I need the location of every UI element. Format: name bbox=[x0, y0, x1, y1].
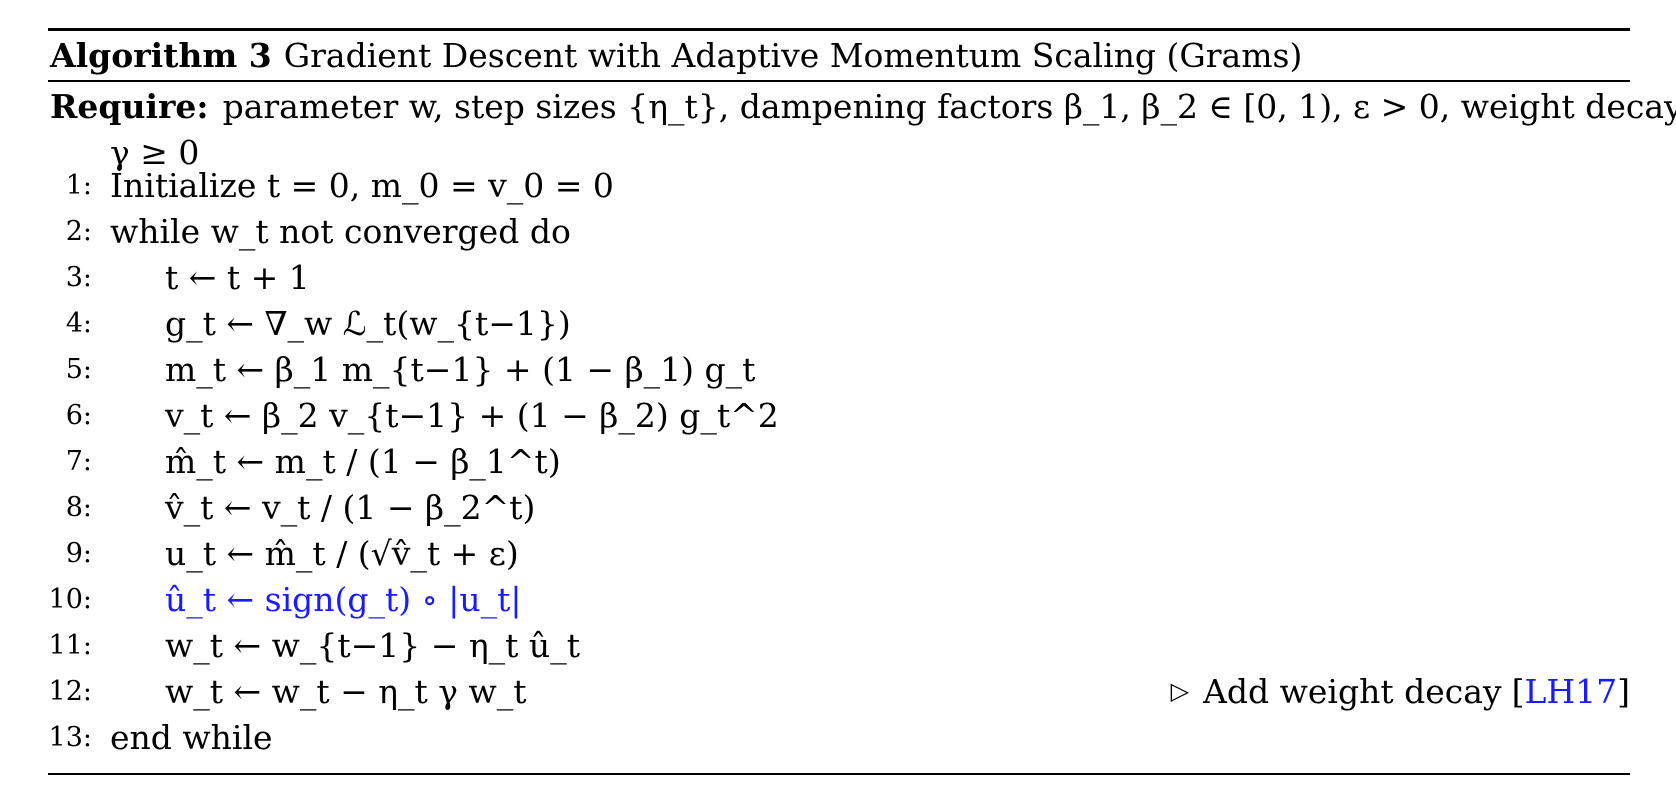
line-number: 9: bbox=[65, 537, 92, 569]
line-number: 10: bbox=[48, 583, 92, 615]
line-code: g_t ← ∇_w ℒ_t(w_{t−1}) bbox=[165, 303, 571, 343]
algorithm-line-8: 8: v̂_t ← v_t / (1 − β_2^t) bbox=[0, 484, 1676, 530]
line-number: 2: bbox=[65, 215, 92, 247]
line-number: 12: bbox=[48, 675, 92, 707]
line-number: 3: bbox=[65, 261, 92, 293]
algorithm-title: Gradient Descent with Adaptive Momentum … bbox=[283, 35, 1303, 75]
line-number: 1: bbox=[65, 169, 92, 201]
algorithm-caption: Algorithm 3 Gradient Descent with Adapti… bbox=[50, 30, 1630, 80]
algorithm-line-12: 12: w_t ← w_t − η_t γ w_t ▷ Add weight d… bbox=[0, 668, 1676, 714]
line-number: 4: bbox=[65, 307, 92, 339]
line-number: 6: bbox=[65, 399, 92, 431]
line-number: 5: bbox=[65, 353, 92, 385]
line-code: w_t ← w_{t−1} − η_t û_t bbox=[165, 625, 580, 665]
algorithm-line-10: 10: û_t ← sign(g_t) ∘ |u_t| bbox=[0, 576, 1676, 622]
citation-link[interactable]: LH17 bbox=[1524, 671, 1618, 711]
algorithm-line-5: 5: m_t ← β_1 m_{t−1} + (1 − β_1) g_t bbox=[0, 346, 1676, 392]
line-code: w_t ← w_t − η_t γ w_t bbox=[165, 671, 527, 711]
algorithm-label: Algorithm 3 bbox=[50, 35, 272, 75]
line-code: m_t ← β_1 m_{t−1} + (1 − β_1) g_t bbox=[165, 349, 756, 389]
algorithm-line-3: 3: t ← t + 1 bbox=[0, 254, 1676, 300]
line-number: 11: bbox=[48, 629, 92, 661]
line-code: Initialize t = 0, m_0 = v_0 = 0 bbox=[110, 165, 614, 205]
line-number: 7: bbox=[65, 445, 92, 477]
comment-triangle-icon: ▷ bbox=[1170, 677, 1190, 705]
line-code-highlighted: û_t ← sign(g_t) ∘ |u_t| bbox=[165, 579, 522, 619]
algorithm-line-13: 13: end while bbox=[0, 714, 1676, 760]
algorithm-line-11: 11: w_t ← w_{t−1} − η_t û_t bbox=[0, 622, 1676, 668]
line-code: u_t ← m̂_t / (√v̂_t + ε) bbox=[165, 533, 519, 573]
line-code: v_t ← β_2 v_{t−1} + (1 − β_2) g_t^2 bbox=[165, 395, 779, 435]
line-code: v̂_t ← v_t / (1 − β_2^t) bbox=[165, 487, 536, 527]
require-text: parameter w, step sizes {η_t}, dampening… bbox=[222, 87, 1676, 126]
algorithm-line-1: 1: Initialize t = 0, m_0 = v_0 = 0 bbox=[0, 162, 1676, 208]
line-comment: ▷ Add weight decay [LH17] bbox=[1171, 672, 1630, 711]
require-block: Require: parameter w, step sizes {η_t}, … bbox=[50, 84, 1676, 176]
algorithm-line-6: 6: v_t ← β_2 v_{t−1} + (1 − β_2) g_t^2 bbox=[0, 392, 1676, 438]
line-number: 13: bbox=[48, 721, 92, 753]
top-rule bbox=[48, 28, 1630, 31]
citation-close-bracket: ] bbox=[1617, 671, 1630, 711]
line-code: while w_t not converged do bbox=[110, 211, 571, 251]
line-code: m̂_t ← m_t / (1 − β_1^t) bbox=[165, 441, 561, 481]
require-line-1: Require: parameter w, step sizes {η_t}, … bbox=[50, 84, 1676, 130]
algorithm-line-2: 2: while w_t not converged do bbox=[0, 208, 1676, 254]
require-line-2: γ ≥ 0 bbox=[110, 133, 200, 172]
require-label: Require: bbox=[50, 87, 209, 126]
comment-text: Add weight decay bbox=[1203, 671, 1502, 711]
line-number: 8: bbox=[65, 491, 92, 523]
line-code: end while bbox=[110, 717, 273, 757]
citation-open-bracket: [ bbox=[1511, 671, 1525, 711]
algorithm-line-9: 9: u_t ← m̂_t / (√v̂_t + ε) bbox=[0, 530, 1676, 576]
caption-rule bbox=[48, 80, 1630, 82]
algorithm-line-4: 4: g_t ← ∇_w ℒ_t(w_{t−1}) bbox=[0, 300, 1676, 346]
line-code: t ← t + 1 bbox=[165, 257, 310, 297]
algorithm-line-7: 7: m̂_t ← m_t / (1 − β_1^t) bbox=[0, 438, 1676, 484]
bottom-rule bbox=[48, 773, 1630, 775]
